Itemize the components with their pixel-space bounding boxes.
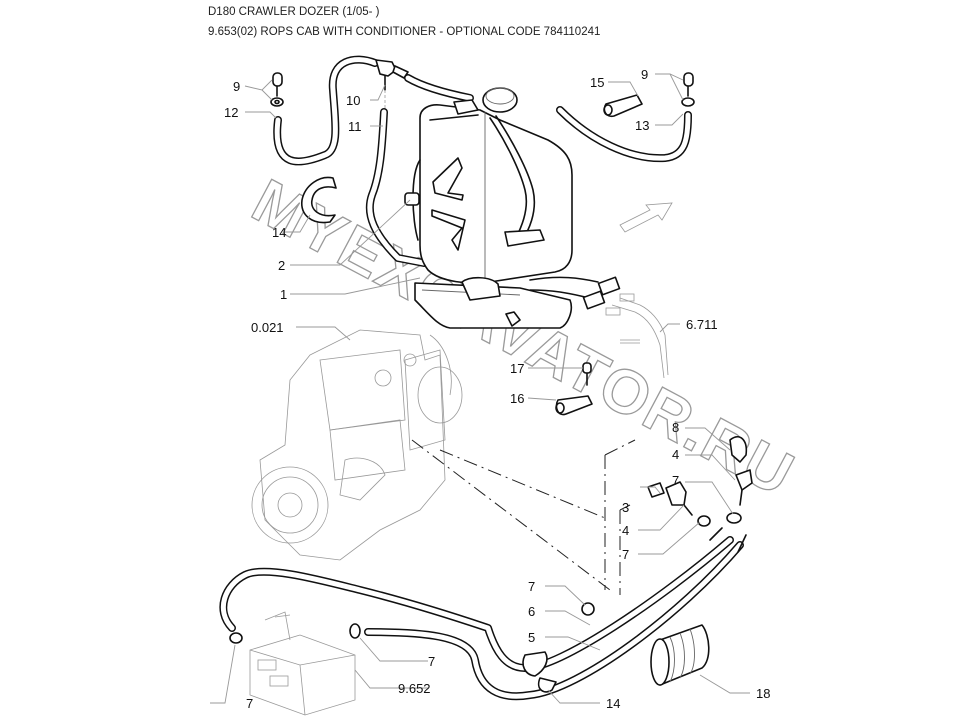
callout-4-mid: 4 [622,523,629,538]
callout-4-right: 4 [672,447,679,462]
clamp-16 [555,362,593,416]
diagram-section-title: 9.653(02) ROPS CAB WITH CONDITIONER - OP… [208,26,601,38]
callout-7-mid: 7 [622,547,629,562]
callout-13: 13 [635,118,649,133]
callout-labels: 9 12 10 11 15 9 13 14 2 1 0.021 6.711 17… [224,67,770,711]
hoses-lower [219,527,747,701]
diagram-model-title: D180 CRAWLER DOZER (1/05- ) [208,6,380,18]
control-module [249,611,356,716]
callout-3: 3 [622,500,629,515]
clamp-14-top [301,176,337,224]
fittings-right [647,436,753,527]
callout-10: 10 [346,93,360,108]
alignment-lines [411,439,636,595]
hose-upper-left [273,55,379,166]
hose-11 [365,108,428,267]
callout-9-right: 9 [641,67,648,82]
callout-6-711: 6.711 [686,317,718,332]
t-fitting [375,59,474,108]
hose-sleeve [650,624,710,686]
callout-8: 8 [672,420,679,435]
leader-lines [210,73,750,704]
callout-14-top: 14 [272,225,286,240]
callout-6: 6 [528,604,535,619]
callout-5: 5 [528,630,535,645]
tank-bracket [414,276,573,329]
bolt-left [270,72,284,107]
callout-0-021: 0.021 [251,320,284,335]
callout-14-bottom: 14 [606,696,620,711]
callout-7-low: 7 [528,579,535,594]
callout-7-left: 7 [246,696,253,711]
callout-18: 18 [756,686,770,701]
direction-arrow-icon [619,202,673,233]
callout-15: 15 [590,75,604,90]
callout-12: 12 [224,105,238,120]
hose-clamps [229,602,595,644]
clip-14-bottom [522,651,557,693]
callout-9-left: 9 [233,79,240,94]
callout-9-652: 9.652 [398,681,431,696]
callout-7-right: 7 [672,473,679,488]
engine [251,329,463,561]
tank-wiring [529,276,669,379]
callout-17: 17 [510,361,524,376]
callout-2: 2 [278,258,285,273]
callout-1: 1 [280,287,287,302]
callout-7-hose: 7 [428,654,435,669]
hose-upper-right [556,72,695,163]
coolant-tank [404,87,573,284]
callout-11: 11 [348,119,362,134]
callout-16: 16 [510,391,524,406]
